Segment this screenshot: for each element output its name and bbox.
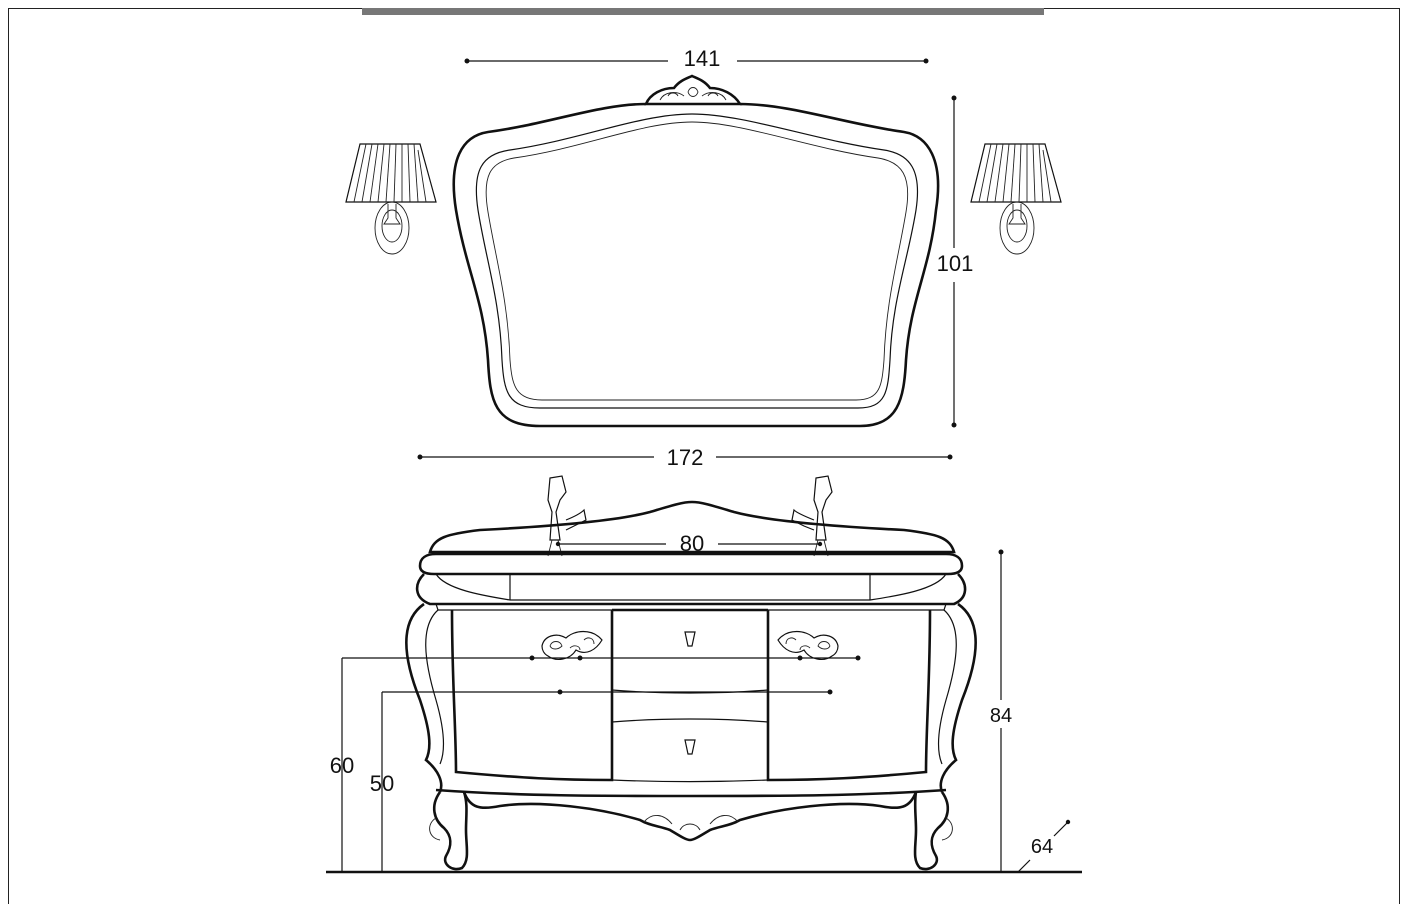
- upper-handle-height-dimension: 60: [330, 655, 861, 872]
- vanity-cabinet: [405, 500, 977, 871]
- left-door-handle-ornament: [541, 630, 603, 660]
- cabinet-width-label: 172: [667, 445, 704, 470]
- depth-label: 64: [1031, 836, 1053, 858]
- total-height-label: 84: [990, 705, 1012, 727]
- depth-dimension: 64: [1017, 819, 1071, 873]
- mirror-height-dimension: 101: [937, 95, 974, 428]
- lower-handle-height-label: 50: [370, 771, 394, 796]
- right-wall-sconce: [970, 143, 1062, 255]
- left-wall-sconce: [345, 143, 437, 255]
- lower-handle-height-dimension: 50: [370, 689, 833, 872]
- mirror-crest-ornament: [644, 74, 743, 106]
- cabinet-width-dimension: 172: [417, 445, 953, 470]
- total-height-dimension: 84: [990, 549, 1012, 872]
- mirror: [452, 74, 940, 428]
- title-bar-strip: [362, 8, 1044, 15]
- mirror-height-label: 101: [937, 251, 974, 276]
- upper-handle-height-label: 60: [330, 753, 354, 778]
- mirror-width-dimension: 141: [464, 46, 929, 71]
- right-door-handle-ornament: [777, 630, 839, 660]
- mirror-width-label: 141: [684, 46, 721, 71]
